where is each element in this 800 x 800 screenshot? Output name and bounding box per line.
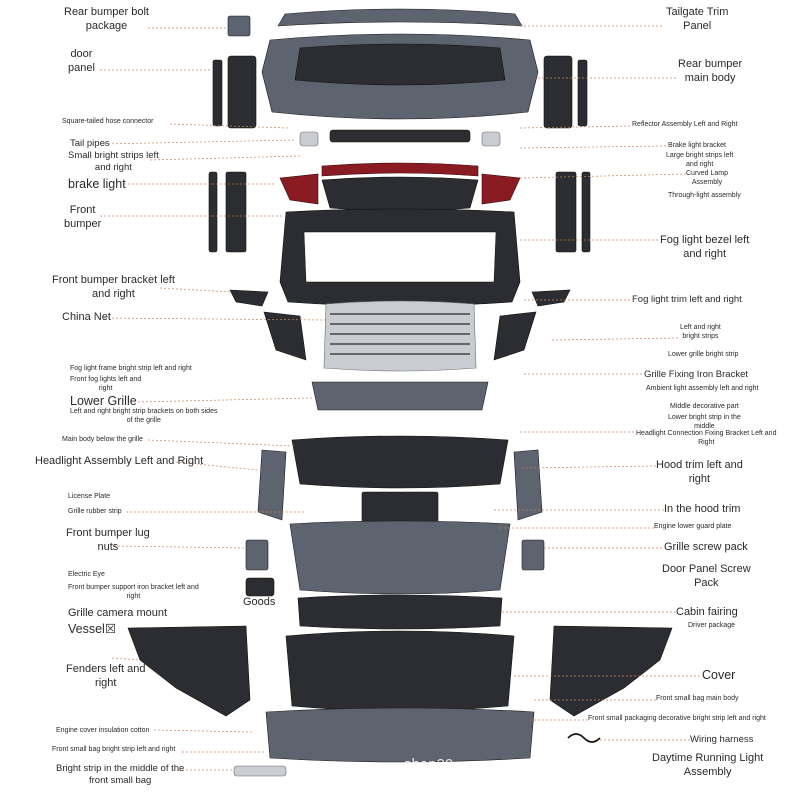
screw-pack-right	[521, 539, 545, 571]
label-middle-decorative: Middle decorative part	[670, 403, 739, 410]
label-grille-screw-pack: Grille screw pack	[664, 541, 748, 553]
bolt-package-part	[227, 15, 251, 37]
door-panel-left	[212, 59, 223, 127]
headlight-right	[513, 449, 543, 521]
front-small-bag-part	[265, 707, 535, 763]
label-small-bright-strips: Small bright strips left and right	[68, 150, 159, 173]
label-front-small-bag-main: Front small bag main body	[656, 695, 739, 702]
hood-cover-part	[285, 630, 515, 712]
wiring-harness-part	[567, 733, 601, 743]
label-door-panel: door panel	[68, 48, 95, 74]
label-bumper-support: Front bumper support iron bracket left a…	[68, 584, 199, 600]
label-hood-trim: Hood trim left and right	[656, 459, 743, 485]
fender-right	[549, 625, 673, 717]
label-large-bright-strips: Large bright strips left and right	[666, 152, 734, 168]
fog-bezel-right	[493, 311, 537, 361]
label-china-net: China Net	[62, 311, 111, 323]
through-light-part	[321, 162, 479, 177]
label-square-hose: Square-tailed hose connector	[62, 118, 154, 125]
brake-light-right	[481, 173, 521, 205]
watermark: shop20	[404, 756, 454, 773]
tail-pipe-left	[299, 131, 319, 147]
label-drl-assembly: Daytime Running Light Assembly	[652, 752, 764, 778]
label-door-panel-screw: Door Panel Screw Pack	[662, 563, 751, 589]
label-engine-cover-insulation: Engine cover insulation cotton	[56, 727, 150, 734]
goods-part	[245, 577, 275, 597]
label-bright-strip-brackets: Left and right bright strip brackets on …	[70, 408, 218, 424]
label-goods: Goods	[243, 596, 276, 608]
label-rear-bumper-main: Rear bumper main body	[678, 58, 743, 84]
tailgate-trim-part	[277, 8, 523, 27]
label-front-bumper-bracket: Front bumper bracket left and right	[52, 274, 175, 300]
label-fog-light-trim: Fog light trim left and right	[632, 294, 742, 305]
drl-part	[233, 765, 287, 777]
label-lower-grille: Lower Grille	[70, 394, 137, 408]
label-ambient-light: Ambient light assembly left and right	[646, 385, 759, 392]
label-rear-bumper-bolt: Rear bumper bolt package	[64, 6, 149, 32]
label-wiring-harness: Wiring harness	[690, 734, 754, 745]
fog-bezel-left	[263, 311, 307, 361]
license-plate-part	[361, 491, 439, 523]
label-front-bumper: Front bumper	[64, 204, 102, 230]
label-lower-strip-middle: Lower bright strip in the middle	[668, 414, 741, 430]
label-lug-nuts: Front bumper lug nuts	[66, 527, 150, 553]
label-fog-light-bezel: Fog light bezel left and right	[660, 234, 750, 260]
label-cabin-fairing: Cabin fairing	[676, 606, 738, 618]
label-grille-fixing-bracket: Grille Fixing Iron Bracket	[644, 369, 749, 380]
bumper-bracket-left	[229, 289, 269, 307]
rear-diffuser-part	[329, 129, 471, 143]
cabin-fairing-part	[297, 594, 503, 630]
door-panel-right	[543, 55, 573, 129]
label-in-hood-trim: In the hood trim	[664, 503, 741, 515]
label-through-light: Through-light assembly	[668, 192, 741, 199]
main-grille-part	[323, 300, 477, 372]
label-engine-lower-guard: Engine lower guard plate	[654, 523, 732, 530]
curved-lamp-part	[321, 176, 479, 212]
headlight-left	[257, 449, 287, 521]
label-headlight-assembly: Headlight Assembly Left and Right	[35, 455, 204, 467]
label-headlight-connection: Headlight Connection Fixing Bracket Left…	[636, 430, 777, 446]
label-electric-eye: Electric Eye	[68, 571, 105, 578]
fender-left	[127, 625, 251, 717]
label-license-plate: License Plate	[68, 493, 111, 500]
below-grille-body	[291, 435, 509, 489]
label-brake-light-bracket: Brake light bracket	[668, 142, 726, 149]
label-bright-strip-middle: Bright strip in the middle of the front …	[56, 763, 185, 786]
lower-guard-plate	[289, 520, 511, 595]
label-grille-camera-mount: Grille camera mount	[68, 607, 168, 619]
label-reflector-assembly: Reflector Assembly Left and Right	[632, 121, 738, 128]
label-front-small-bag-strip: Front small bag bright strip left and ri…	[52, 746, 176, 753]
screw-pack-left	[245, 539, 269, 571]
label-cover: Cover	[702, 668, 736, 682]
label-below-grille: Main body below the grille	[62, 436, 143, 443]
label-fenders: Fenders left and right	[66, 663, 146, 689]
label-lr-bright-strips: Left and right bright strips	[680, 324, 721, 340]
label-driver-package: Driver package	[688, 622, 736, 629]
label-lower-grille-strip: Lower grille bright strip	[668, 351, 739, 358]
label-curved-lamp: Curved Lamp Assembly	[686, 170, 729, 186]
label-front-small-packaging: Front small packaging decorative bright …	[588, 715, 766, 722]
label-grille-rubber-strip: Grille rubber strip	[68, 508, 122, 515]
leader-lines	[100, 25, 702, 771]
label-fog-frame-strip: Fog light frame bright strip left and ri…	[70, 365, 192, 372]
label-vessel: Vessel☒	[68, 622, 117, 636]
label-front-fog-lights: Front fog lights left and right	[70, 376, 142, 392]
tail-pipe-right	[481, 131, 501, 147]
label-tail-pipes: Tail pipes	[70, 138, 110, 149]
lower-grille-part	[311, 381, 489, 411]
label-tailgate-trim: Tailgate Trim Panel	[666, 6, 729, 32]
bumper-bracket-right	[531, 289, 571, 307]
brake-light-left	[279, 173, 319, 205]
label-brake-light: brake light	[68, 177, 126, 191]
